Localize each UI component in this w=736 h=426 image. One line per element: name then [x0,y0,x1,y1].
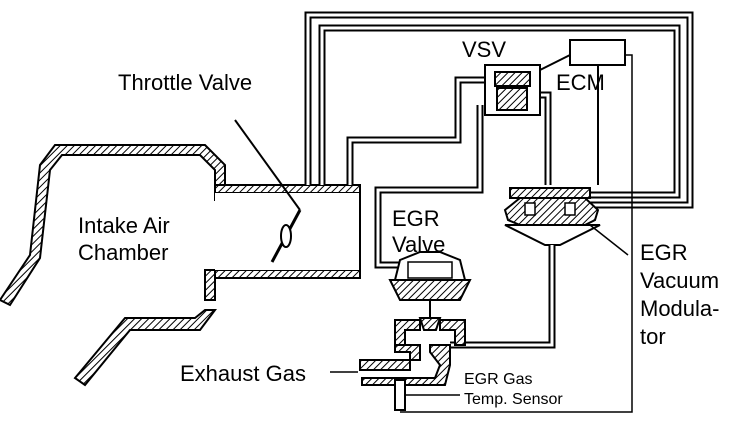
leader-lines [330,224,629,373]
label-egr-valve-line1: EGR [392,206,440,231]
label-ecm: ECM [556,70,605,95]
throttle-valve [234,119,302,263]
label-egr-gas-temp-sensor-line2: Temp. Sensor [464,391,563,408]
label-egr-gas-temp-sensor-line1: EGR Gas [464,371,533,388]
label-egr-vacuum-modulator-line3: Modula- [640,296,720,321]
label-intake-air-chamber-line2: Chamber [78,240,169,265]
label-intake-air-chamber-line1: Intake Air [78,213,170,238]
egr-vacuum-modulator-unit [450,187,601,349]
label-throttle-valve: Throttle Valve [118,70,253,95]
egr-valve-unit [359,251,472,386]
label-egr-vacuum-modulator-line1: EGR [640,240,688,265]
label-egr-valve-line2: Valve [392,232,446,257]
label-egr-vacuum-modulator-line2: Vacuum [640,268,720,293]
label-exhaust-gas: Exhaust Gas [180,361,306,386]
vacuum-hoses [304,11,694,269]
label-egr-vacuum-modulator-line4: tor [640,324,666,349]
vsv-solenoid [484,64,541,116]
label-vsv: VSV [462,37,507,62]
egr-temp-sensor [394,379,460,411]
ecm-unit [400,39,633,413]
